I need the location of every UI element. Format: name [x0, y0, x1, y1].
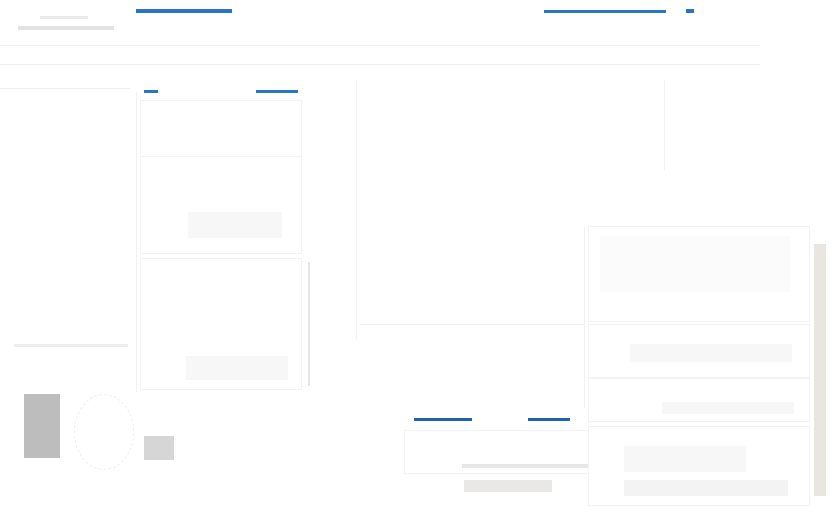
top-accent-mini [686, 9, 694, 13]
center-bottom-button[interactable] [464, 480, 552, 492]
bottom-left-pattern [74, 394, 134, 470]
center-right-divider [664, 80, 665, 170]
left-vertical-divider [136, 92, 137, 392]
top-accent-bar-left [136, 9, 232, 13]
left-panel-input-2[interactable] [186, 356, 288, 380]
left-divider [0, 88, 130, 89]
right-input-2[interactable] [630, 344, 792, 362]
center-tab-1[interactable] [414, 418, 472, 421]
header-divider [0, 45, 760, 46]
center-bottom-progress [462, 464, 588, 468]
header-divider-2 [0, 64, 760, 65]
right-input-1[interactable] [600, 236, 790, 292]
left-panel-tab-2[interactable] [256, 90, 298, 93]
left-panel-input-1[interactable] [188, 212, 282, 238]
center-left-divider [356, 80, 357, 340]
left-panel-tab-1[interactable] [144, 90, 158, 93]
right-input-3[interactable] [662, 402, 794, 414]
top-accent-bar-right [544, 10, 666, 13]
right-section-3[interactable] [588, 378, 810, 422]
center-mid-divider [584, 228, 585, 408]
right-scrollbar[interactable] [814, 244, 826, 496]
top-left-logo [18, 26, 114, 30]
center-tab-2[interactable] [528, 418, 570, 421]
right-input-4[interactable] [624, 446, 746, 472]
top-left-subtitle [40, 16, 88, 19]
right-input-5[interactable] [624, 480, 788, 496]
bottom-left-badge [144, 436, 174, 460]
center-row-divider [360, 324, 584, 325]
left-panel-splitter[interactable] [308, 262, 310, 386]
bottom-left-header-line [14, 344, 128, 347]
bottom-left-avatar [24, 394, 60, 458]
left-panel-card-2[interactable] [140, 156, 302, 254]
left-panel-card-1[interactable] [140, 100, 302, 157]
